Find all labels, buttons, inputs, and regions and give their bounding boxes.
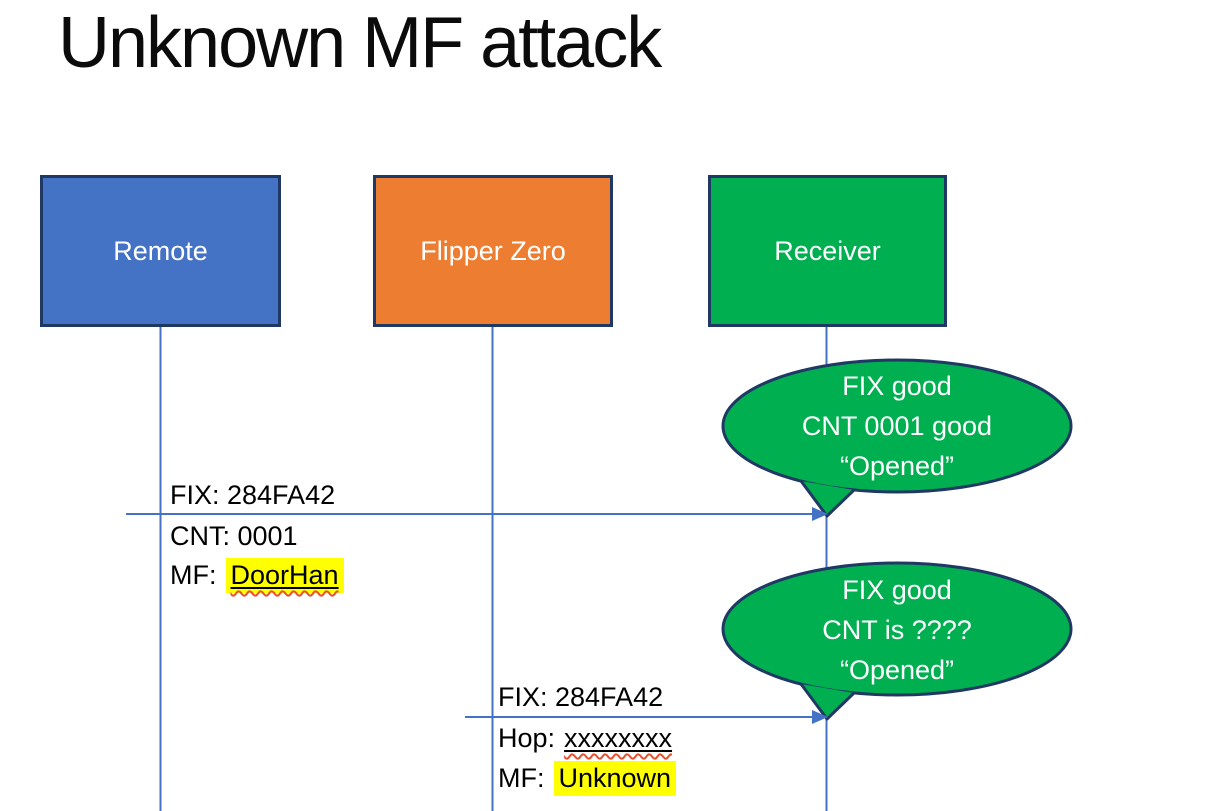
message1-mf-label: MF: DoorHan bbox=[170, 558, 344, 593]
message2-arrowhead bbox=[812, 710, 828, 724]
message1-mf-value: DoorHan bbox=[230, 560, 339, 590]
message1-mf-prefix: MF: bbox=[170, 560, 217, 590]
callout1-tail bbox=[799, 480, 856, 518]
actor-box-remote: Remote bbox=[40, 175, 281, 327]
message2-fix-label: FIX: 284FA42 bbox=[498, 682, 664, 712]
actor-box-receiver: Receiver bbox=[708, 175, 947, 327]
message2-hop-label: Hop: xxxxxxxx bbox=[498, 722, 672, 754]
callout2-bubble bbox=[721, 561, 1073, 697]
message1-mf-value-highlighted: DoorHan bbox=[225, 558, 344, 593]
callout2-text: FIX good CNT is ???? “Opened” bbox=[723, 570, 1071, 690]
message1-fix-label: FIX: 284FA42 bbox=[170, 480, 336, 510]
message2-hop-value-squiggle: xxxxxxxx bbox=[564, 723, 672, 753]
callout1-text: FIX good CNT 0001 good “Opened” bbox=[723, 366, 1071, 486]
message2-hop-prefix: Hop: bbox=[498, 723, 556, 753]
callout2-line2: CNT is ???? bbox=[822, 615, 972, 645]
message2-mf-label: MF: Unknown bbox=[498, 761, 677, 796]
actor-label-receiver: Receiver bbox=[774, 235, 881, 266]
callout1-line1: FIX good bbox=[842, 371, 952, 401]
message2-mf-value-highlighted: Unknown bbox=[553, 761, 677, 796]
message2-mf-prefix: MF: bbox=[498, 763, 545, 793]
message1-arrowhead bbox=[812, 507, 828, 521]
message2-hop-value: xxxxxxxx bbox=[564, 723, 673, 753]
slide-title: Unknown MF attack bbox=[58, 3, 662, 83]
callout1-bubble bbox=[721, 358, 1073, 494]
actor-label-remote: Remote bbox=[113, 235, 208, 266]
callout1-line3: “Opened” bbox=[839, 451, 955, 481]
actor-label-flipper-zero: Flipper Zero bbox=[420, 235, 566, 266]
callout2-line3: “Opened” bbox=[839, 655, 955, 685]
actor-box-flipper-zero: Flipper Zero bbox=[373, 175, 613, 327]
callout1-line2: CNT 0001 good bbox=[801, 411, 993, 441]
callout2-line1: FIX good bbox=[842, 575, 952, 605]
message1-cnt-label: CNT: 0001 bbox=[170, 521, 298, 551]
callout2-tail bbox=[799, 683, 856, 721]
